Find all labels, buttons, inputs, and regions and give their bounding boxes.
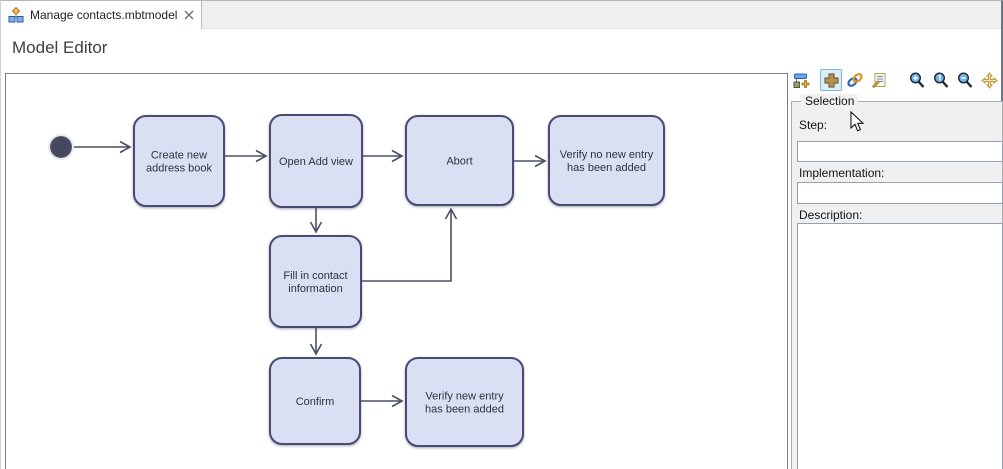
- add-state-button[interactable]: [820, 69, 842, 91]
- edit-document-button[interactable]: [868, 69, 890, 91]
- tab-title: Manage contacts.mbtmodel: [30, 8, 178, 22]
- editor-toolbar: [790, 69, 1000, 91]
- implementation-input[interactable]: [797, 182, 1003, 204]
- state-node-label: Open Add view: [279, 156, 353, 168]
- state-node-label: Confirm: [296, 396, 335, 408]
- zoom-original-button[interactable]: [930, 69, 952, 91]
- implementation-label: Implementation:: [799, 166, 885, 180]
- state-node-confirm[interactable]: Confirm: [269, 357, 361, 445]
- initial-state-node[interactable]: [48, 134, 74, 160]
- tab-manage-contacts[interactable]: Manage contacts.mbtmodel: [1, 1, 202, 29]
- tab-bar: Manage contacts.mbtmodel: [1, 1, 1001, 29]
- fit-to-view-icon: [980, 71, 998, 89]
- selection-groupbox: Selection Step: Implementation: Descript…: [791, 94, 1003, 469]
- close-icon[interactable]: [183, 7, 194, 23]
- new-model-element-button[interactable]: [790, 69, 812, 91]
- link-icon: [847, 73, 863, 87]
- zoom-in-icon: [909, 71, 924, 88]
- properties-panel: Selection Step: Implementation: Descript…: [789, 29, 1003, 469]
- add-state-icon: [823, 72, 839, 88]
- description-label: Description:: [799, 208, 863, 222]
- edit-document-icon: [871, 73, 886, 88]
- step-input[interactable]: [797, 141, 1003, 162]
- page-title: Model Editor: [12, 38, 108, 57]
- zoom-original-icon: [933, 71, 948, 88]
- description-textarea[interactable]: [797, 223, 1003, 469]
- zoom-out-icon: [957, 71, 972, 88]
- zoom-in-button[interactable]: [906, 69, 928, 91]
- fit-to-view-button[interactable]: [978, 69, 1000, 91]
- model-file-icon: [8, 7, 24, 23]
- link-button[interactable]: [844, 69, 866, 91]
- selection-group-title: Selection: [801, 94, 859, 108]
- state-node-abort[interactable]: Abort: [405, 115, 514, 206]
- transition-edge: [361, 207, 458, 282]
- zoom-out-button[interactable]: [954, 69, 976, 91]
- new-model-element-icon: [793, 73, 809, 88]
- state-node-label: Abort: [446, 156, 472, 168]
- step-label: Step:: [799, 118, 828, 132]
- state-node-open-add-view[interactable]: Open Add view: [269, 114, 363, 208]
